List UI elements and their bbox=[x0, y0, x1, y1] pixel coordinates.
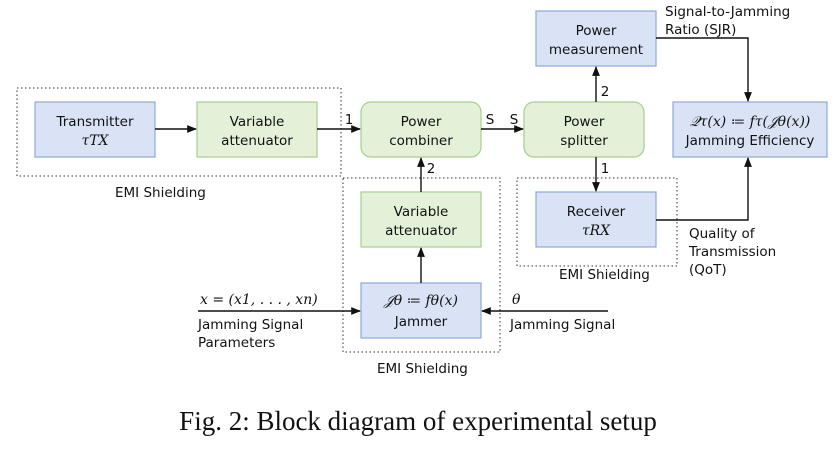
emi-shielding-bottom-label: EMI Shielding bbox=[377, 361, 468, 377]
transmitter-math: τTX bbox=[81, 133, 109, 149]
s-combiner-label: S bbox=[486, 112, 495, 128]
sjr-label-line1: Signal-to-Jamming bbox=[665, 4, 790, 20]
qot-label-line3: (QoT) bbox=[689, 262, 727, 278]
power-measurement-line2: measurement bbox=[549, 42, 643, 58]
jamming-signal-parameters-line2: Parameters bbox=[198, 335, 275, 351]
jammer-math: 𝒥θ ≔ fθ(x) bbox=[383, 293, 458, 309]
qot-label-line2: Transmission bbox=[688, 244, 776, 260]
port-2-splitter-label: 2 bbox=[601, 84, 610, 100]
jamming-signal-label: Jamming Signal bbox=[509, 317, 615, 333]
arrow-measurement-to-efficiency bbox=[656, 37, 752, 102]
emi-shielding-left-label: EMI Shielding bbox=[115, 185, 206, 201]
emi-shield-left bbox=[16, 87, 342, 177]
s-splitter-label: S bbox=[510, 112, 519, 128]
jammer-block bbox=[360, 282, 482, 339]
jammer-label: Jammer bbox=[394, 314, 448, 330]
variable-attenuator-top-line2: attenuator bbox=[221, 133, 293, 149]
qot-label-line1: Quality of bbox=[689, 226, 756, 242]
emi-shielding-right-label: EMI Shielding bbox=[559, 267, 650, 283]
power-measurement-line1: Power bbox=[576, 23, 617, 39]
variable-attenuator-top-line1: Variable bbox=[230, 114, 285, 130]
power-combiner-line2: combiner bbox=[389, 133, 453, 149]
transmitter-block bbox=[34, 101, 156, 158]
power-combiner-line1: Power bbox=[401, 114, 442, 130]
port-1-splitter-label: 1 bbox=[601, 161, 610, 177]
arrow-receiver-to-efficiency bbox=[656, 157, 752, 221]
emi-shield-bottom bbox=[342, 177, 501, 353]
transmitter-label: Transmitter bbox=[55, 114, 133, 130]
theta-label: θ bbox=[512, 292, 521, 308]
receiver-block bbox=[535, 191, 657, 248]
receiver-label: Receiver bbox=[567, 204, 626, 220]
receiver-math: τRX bbox=[582, 223, 611, 239]
jamming-efficiency-math: 𝒬τ(x) ≔ fτ(𝒥θ(x)) bbox=[690, 114, 811, 130]
variable-attenuator-bottom-line1: Variable bbox=[394, 204, 449, 220]
jamming-efficiency-block bbox=[672, 101, 828, 158]
variable-attenuator-bottom-line2: attenuator bbox=[385, 223, 457, 239]
variable-attenuator-bottom-block bbox=[360, 191, 482, 248]
jamming-parameters-math: x = (x1, . . . , xn) bbox=[200, 292, 318, 308]
power-splitter-line2: splitter bbox=[560, 133, 608, 149]
port-1-combiner-label: 1 bbox=[345, 112, 354, 128]
jamming-efficiency-label: Jamming Efficiency bbox=[685, 133, 815, 149]
power-measurement-block bbox=[535, 10, 657, 67]
emi-shield-right bbox=[516, 177, 678, 267]
variable-attenuator-top-block bbox=[196, 101, 318, 158]
figure-caption: Fig. 2: Block diagram of experimental se… bbox=[179, 406, 657, 436]
power-splitter-block bbox=[523, 101, 645, 158]
sjr-label-line2: Ratio (SJR) bbox=[665, 22, 736, 38]
power-splitter-line1: Power bbox=[564, 114, 605, 130]
port-2-combiner-label: 2 bbox=[427, 161, 436, 177]
jamming-signal-parameters-line1: Jamming Signal bbox=[197, 317, 303, 333]
